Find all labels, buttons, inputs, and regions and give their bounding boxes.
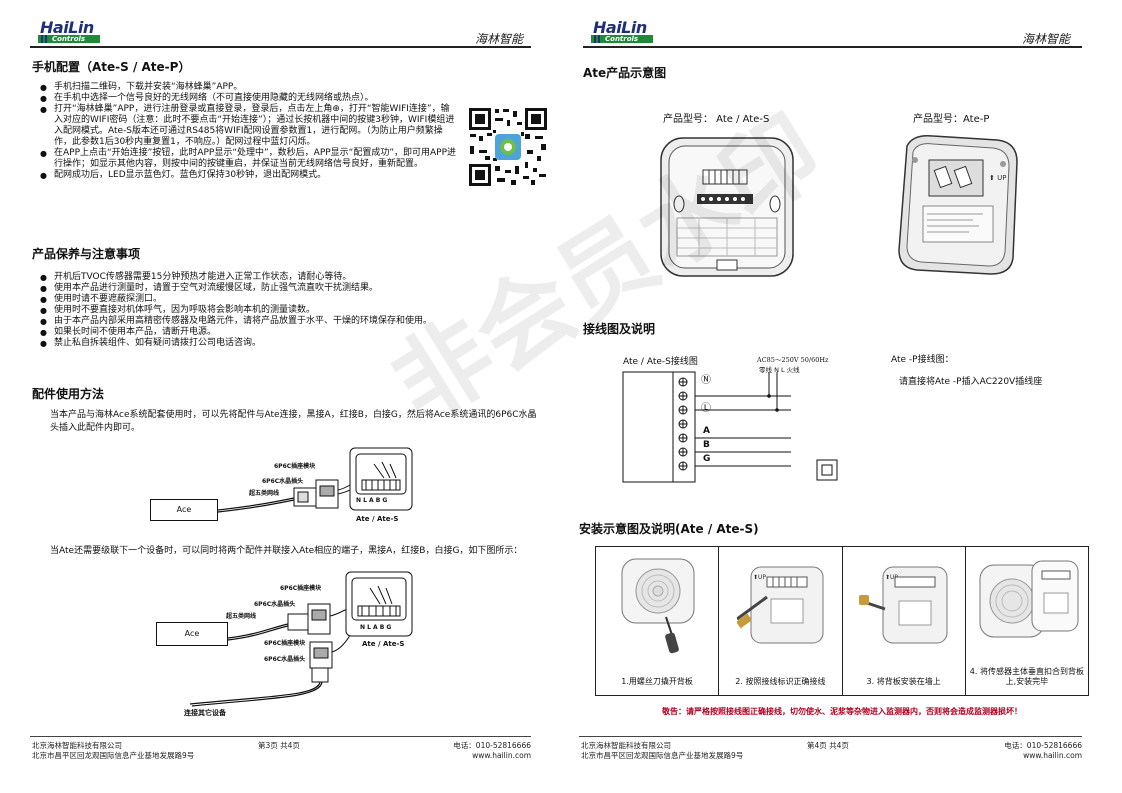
list-item: 使用本产品进行测量时，请置于空气对流缓慢区域，防止强气流直吹干扰测结果。 (38, 283, 538, 294)
installation-warning: 敬告：请严格按照接线图正确接线，切勿使水、泥浆等杂物进入监测器内，否则将会造成监… (662, 707, 1022, 716)
ate-s-backplate-icon (660, 137, 794, 277)
installation-steps: 1.用螺丝刀撬开背板 ⬆UP 2. 按照接线标识正确接线 ⬆UP (595, 546, 1089, 696)
terminal-a-label: A (703, 426, 710, 436)
ate-p-wiring-desc: 请直接将Ate -P插入AC220V插线座 (899, 377, 1043, 387)
qr-code-icon (467, 106, 549, 188)
list-item: 在APP上点击“开始连接”按钮，此时APP显示“处理中”，数秒后，APP显示“配… (38, 148, 458, 170)
terminal-l-label: Ⓛ (701, 403, 711, 414)
page-3: HaiLin Controls 海林智能 手机配置（Ate-S / Ate-P）… (0, 0, 561, 793)
footer-contact: 电话：010-52816666 www.hailin.com (1004, 741, 1082, 760)
install-step-3: ⬆UP 3. 将背板安装在墙上 (843, 547, 966, 695)
hailin-logo: HaiLin Controls (38, 18, 104, 44)
accessories-paragraph-1: 当本产品与海林Ace系统配套使用时，可以先将配件与Ate连接，黑接A，红接B，白… (50, 410, 537, 433)
section-title-maintenance: 产品保养与注意事项 (32, 247, 141, 261)
accessory-figure-2-icon (189, 571, 413, 707)
list-item: 使用时不要直接对机体呼气，因为呼吸将会影响本机的测量读数。 (38, 305, 538, 316)
install-step-1: 1.用螺丝刀撬开背板 (596, 547, 720, 695)
ate-p-wiring-title: Ate -P接线图： (891, 355, 954, 365)
phone-config-list: 手机扫描二维码，下载并安装“海林蜂巢”APP。 在手机中选择一个信号良好的无线网… (38, 82, 458, 181)
ace-box: Ace (150, 499, 218, 521)
install-step-2: ⬆UP 2. 按照接线标识正确接线 (719, 547, 843, 695)
footer-page-number: 第4页 共4页 (807, 741, 849, 750)
power-supply-label: AC85～250V 50/60Hz (757, 356, 829, 364)
ace-box: Ace (156, 622, 228, 646)
list-item: 打开“海林蜂巢”APP，进行注册登录或直接登录，登录后，点击左上角⊕，打开“智能… (38, 104, 458, 148)
brand-name: 海林智能 (474, 32, 523, 46)
svg-text:⬆UP: ⬆UP (753, 574, 766, 581)
attach-sensor-icon (979, 560, 1079, 638)
sensor-screwdriver-icon (621, 558, 695, 654)
list-item: 配网成功后，LED显示蓝色灯。蓝色灯保持30秒钟，退出配网模式。 (38, 170, 458, 181)
terminal-g-label: G (703, 454, 711, 464)
terminal-b-label: B (703, 440, 710, 450)
hailin-logo: HaiLin Controls (591, 18, 657, 44)
wiring-diagram-title: Ate / Ate-S接线图 (623, 357, 698, 367)
header-rule (583, 46, 1082, 48)
section-title-accessories: 配件使用方法 (32, 387, 105, 401)
accessories-paragraph-2: 当Ate还需要级联下一个设备时，可以同时将两个配件并联接入Ate相应的端子，黑接… (50, 546, 523, 556)
footer-page-number: 第3页 共4页 (258, 741, 300, 750)
list-item: 开机后TVOC传感器需要15分钟预热才能进入正常工作状态，请耐心等待。 (38, 272, 538, 283)
terminal-n-label: Ⓝ (701, 375, 711, 386)
footer-company: 北京海林智能科技有限公司 北京市昌平区回龙观国际信息产业基地发展路9号 (581, 741, 744, 760)
section-title-wiring: 接线图及说明 (583, 322, 656, 336)
neutral-live-label: 零线 N L 火线 (759, 366, 800, 374)
list-item: 手机扫描二维码，下载并安装“海林蜂巢”APP。 (38, 82, 458, 93)
list-item: 在手机中选择一个信号良好的无线网络（不可直接使用隐藏的无线网络或热点）。 (38, 93, 458, 104)
section-title-product-diagram: Ate产品示意图 (583, 66, 667, 80)
list-item: 由于本产品内部采用高精密传感器及电路元件，请将产品放置于水平、干燥的环境保存和使… (38, 316, 538, 327)
section-title-installation: 安装示意图及说明(Ate / Ate-S) (579, 522, 759, 536)
install-step-4: 4. 将传感器主体垂直扣合到背板上,安装完毕 (966, 547, 1088, 695)
footer-company: 北京海林智能科技有限公司 北京市昌平区回龙观国际信息产业基地发展路9号 (32, 741, 195, 760)
accessory-figure-1-icon (217, 447, 413, 513)
page-4: HaiLin Controls 海林智能 Ate产品示意图 产品型号： Ate … (561, 0, 1122, 793)
header-rule (30, 46, 531, 48)
list-item: 禁止私自拆装组件、如有疑问请拨打公司电话咨询。 (38, 338, 538, 349)
list-item: 如果长时间不使用本产品，请断开电源。 (38, 327, 538, 338)
wiring-diagram-icon (622, 371, 838, 483)
model-label-ate-s: 产品型号： Ate / Ate-S (663, 114, 770, 125)
footer-contact: 电话：010-52816666 www.hailin.com (453, 741, 531, 760)
svg-text:⬆ UP: ⬆ UP (989, 174, 1006, 182)
list-item: 使用时请不要遮蔽探测口。 (38, 294, 538, 305)
svg-text:⬆UP: ⬆UP (885, 574, 898, 581)
wiring-backplate-icon: ⬆UP (737, 566, 824, 644)
mount-backplate-icon: ⬆UP (858, 566, 947, 644)
maintenance-list: 开机后TVOC传感器需要15分钟预热才能进入正常工作状态，请耐心等待。 使用本产… (38, 272, 538, 349)
section-title-phone-config: 手机配置（Ate-S / Ate-P） (32, 60, 191, 74)
brand-name: 海林智能 (1021, 32, 1070, 46)
model-label-ate-p: 产品型号：Ate-P (913, 114, 990, 125)
ate-p-backplate-icon: ⬆ UP (898, 134, 1018, 275)
